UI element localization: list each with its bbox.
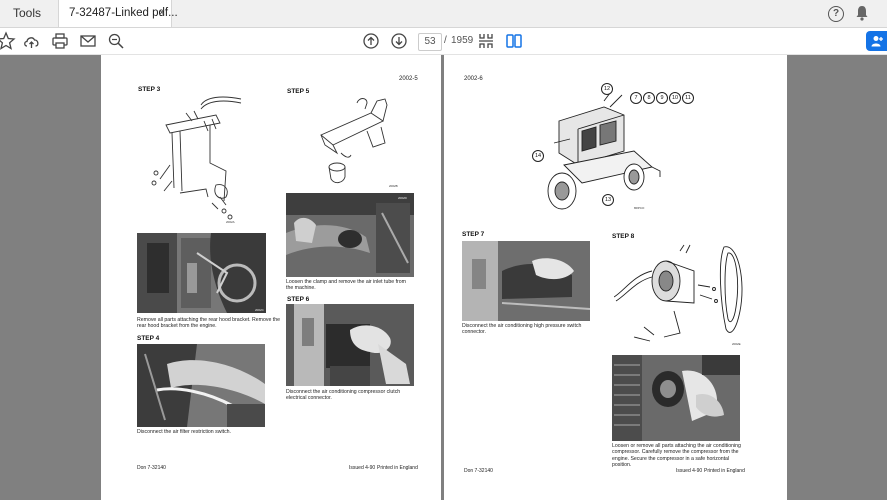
page-up-icon[interactable] (361, 31, 381, 51)
tab-tools[interactable]: Tools (0, 0, 54, 27)
step-4-photo (137, 344, 265, 427)
step-8-heading: STEP 8 (612, 233, 634, 240)
step-5-photo: 2002D (286, 193, 414, 277)
page-total: 1959 (451, 33, 473, 49)
tab-bar: Tools 7-32487-Linked pdf... × ? (0, 0, 887, 28)
step-4-caption: Disconnect the air filter restriction sw… (137, 429, 277, 435)
svg-text:2002B: 2002B (389, 184, 398, 188)
callout-10: 10 (669, 92, 681, 104)
svg-text:8RPCO: 8RPCO (634, 206, 645, 210)
toolbar: 53 / 1959 (0, 28, 887, 55)
share-button[interactable] (866, 31, 887, 51)
document-viewer[interactable]: 2002-5 STEP 3 STEP 5 2002A (0, 55, 887, 500)
page-number: 2002-6 (464, 76, 483, 83)
svg-text:2002A: 2002A (226, 220, 235, 224)
machine-diagram-drawing: 8RPCO (534, 81, 664, 227)
callout-9: 9 (656, 92, 668, 104)
callout-12: 12 (601, 83, 613, 95)
step-8-photo (612, 355, 740, 441)
footer-printed: Printed in England (704, 468, 745, 475)
svg-text:2002E: 2002E (732, 342, 741, 346)
two-page-view-icon[interactable] (504, 31, 524, 51)
step-7-heading: STEP 7 (462, 231, 484, 238)
page-left: 2002-5 STEP 3 STEP 5 2002A (101, 55, 441, 500)
bell-icon[interactable] (855, 5, 869, 21)
hood-bracket-drawing: 2002A (146, 93, 246, 228)
callout-11: 11 (682, 92, 694, 104)
step-8-caption: Loosen or remove all parts attaching the… (612, 443, 742, 469)
step-3-photo: 2002C (137, 233, 266, 313)
step-7-caption: Disconnect the air conditioning high pre… (462, 323, 592, 336)
close-icon[interactable]: × (159, 0, 165, 26)
footer-issued: Issued 4-90 (676, 468, 702, 475)
svg-text:2002D: 2002D (398, 196, 408, 200)
scroll-mode-icon[interactable] (476, 31, 496, 51)
callout-8: 8 (643, 92, 655, 104)
upload-cloud-icon[interactable] (22, 31, 42, 51)
user-share-icon (870, 34, 884, 48)
email-icon[interactable] (78, 31, 98, 51)
help-icon[interactable]: ? (828, 6, 844, 22)
step-3-caption: Remove all parts attaching the rear hood… (137, 317, 282, 330)
footer-issued: Issued 4-90 (349, 465, 375, 472)
air-inlet-tube-drawing: 2002B (301, 95, 411, 190)
step-5-heading: STEP 5 (287, 88, 309, 95)
compressor-drawing: 2002E (614, 241, 754, 351)
step-6-caption: Disconnect the air conditioning compress… (286, 389, 414, 402)
footer-printed: Printed in England (377, 465, 418, 472)
page-number-input[interactable]: 53 (418, 33, 442, 51)
print-icon[interactable] (50, 31, 70, 51)
page-right: 2002-6 8RPCO 12 7 8 9 10 11 (444, 55, 787, 500)
svg-text:2002C: 2002C (255, 308, 265, 312)
step-7-photo (462, 241, 590, 321)
callout-7: 7 (630, 92, 642, 104)
page-number: 2002-5 (399, 76, 418, 83)
star-icon[interactable] (0, 31, 16, 51)
step-3-heading: STEP 3 (138, 86, 160, 93)
step-6-heading: STEP 6 (287, 296, 309, 303)
step-4-heading: STEP 4 (137, 335, 159, 342)
page-separator: / (444, 33, 447, 49)
tab-document[interactable]: 7-32487-Linked pdf... × (58, 0, 172, 27)
callout-13: 13 (602, 194, 614, 206)
zoom-search-icon[interactable] (106, 31, 126, 51)
page-down-icon[interactable] (389, 31, 409, 51)
callout-14: 14 (532, 150, 544, 162)
footer-doc-number: Don 7-32140 (464, 468, 493, 475)
step-6-photo (286, 304, 414, 386)
step-5-caption: Loosen the clamp and remove the air inle… (286, 279, 414, 292)
footer-doc-number: Don 7-32140 (137, 465, 166, 472)
